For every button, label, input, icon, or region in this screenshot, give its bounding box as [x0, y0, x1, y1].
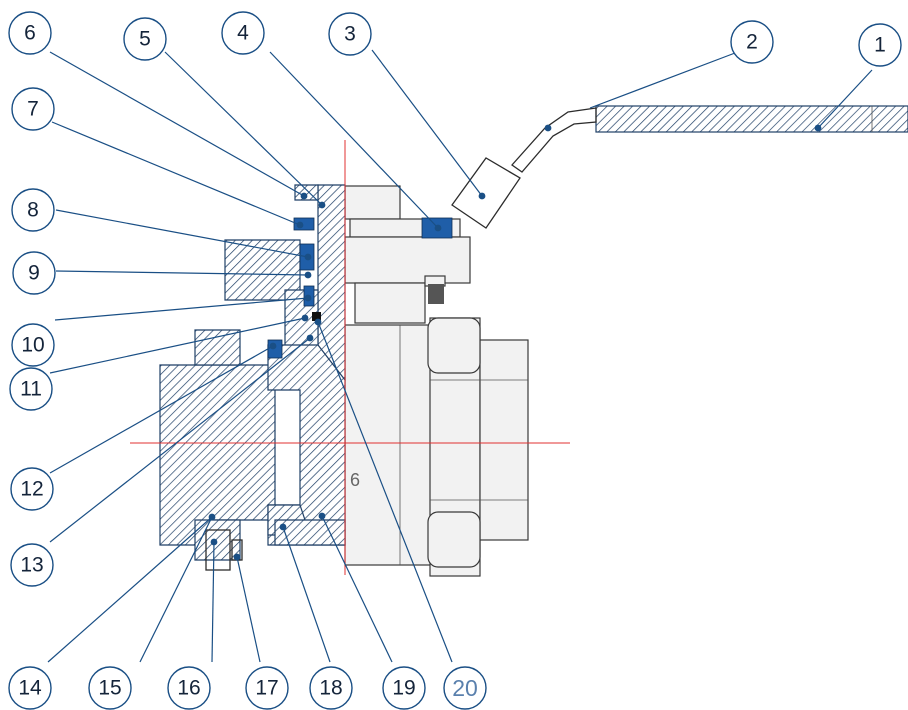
callout-5: 5 [123, 17, 167, 61]
handle-grip [451, 157, 521, 229]
callout-4: 4 [221, 11, 265, 55]
svg-text:17: 17 [255, 677, 278, 700]
callout-13: 13 [10, 543, 54, 587]
stem-top-assembly [344, 185, 471, 324]
callout-19: 19 [382, 666, 426, 710]
svg-text:14: 14 [18, 677, 42, 700]
handle-bend [511, 107, 597, 173]
svg-text:5: 5 [139, 28, 151, 51]
callout-6: 6 [8, 11, 52, 55]
callout-7: 7 [11, 87, 55, 131]
valve-body [344, 317, 529, 577]
callout-17: 17 [245, 666, 289, 710]
callout-11: 11 [9, 367, 53, 411]
callout-9: 9 [12, 251, 56, 295]
svg-text:7: 7 [27, 98, 39, 121]
callout-2: 2 [730, 20, 774, 64]
svg-text:2: 2 [746, 31, 758, 54]
svg-text:11: 11 [20, 378, 42, 401]
callout-12: 12 [10, 467, 54, 511]
svg-text:18: 18 [319, 677, 342, 700]
svg-text:12: 12 [20, 478, 43, 501]
callout-3: 3 [328, 12, 372, 56]
svg-text:4: 4 [237, 22, 249, 45]
callout-16: 16 [167, 666, 211, 710]
svg-text:1: 1 [874, 34, 886, 57]
svg-text:10: 10 [21, 334, 44, 357]
body-marking: 6 [350, 470, 360, 490]
svg-text:13: 13 [20, 554, 43, 577]
handle-sleeve [595, 105, 908, 133]
svg-text:3: 3 [344, 23, 356, 46]
svg-text:9: 9 [28, 262, 40, 285]
svg-text:19: 19 [392, 677, 415, 700]
svg-text:6: 6 [24, 22, 36, 45]
callout-18: 18 [309, 666, 353, 710]
callout-8: 8 [11, 188, 55, 232]
leader-lines [47, 49, 873, 663]
callout-20: 20 [443, 666, 487, 710]
callout-15: 15 [88, 666, 132, 710]
svg-text:20: 20 [452, 675, 478, 701]
svg-text:15: 15 [98, 677, 121, 700]
callout-10: 10 [11, 323, 55, 367]
callout-1: 1 [858, 23, 902, 67]
svg-text:16: 16 [177, 677, 200, 700]
body-section-left [159, 184, 346, 571]
callout-14: 14 [8, 666, 52, 710]
leader-dots [208, 124, 822, 561]
svg-text:8: 8 [27, 199, 39, 222]
